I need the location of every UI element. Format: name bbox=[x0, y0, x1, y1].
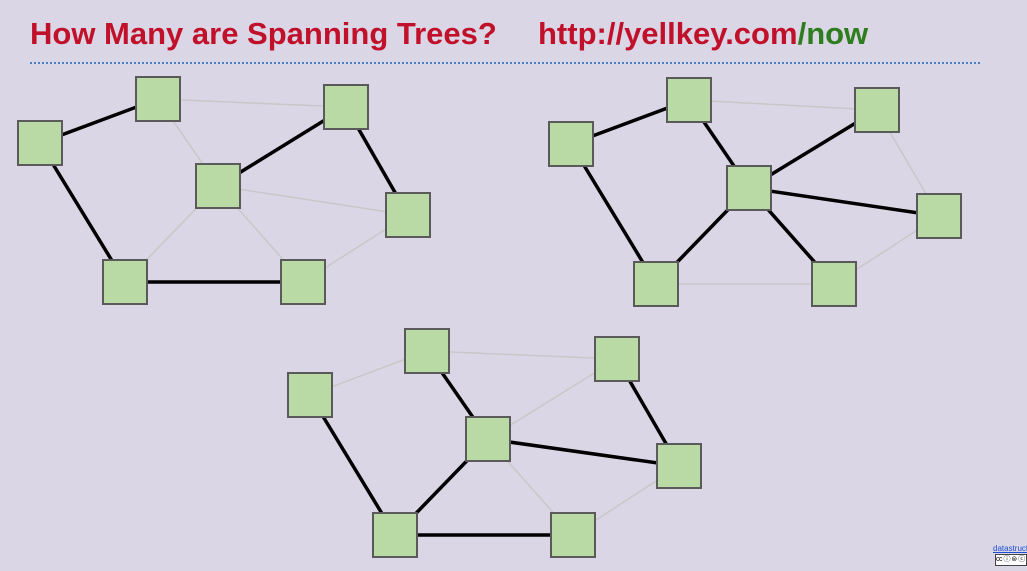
graph-edge bbox=[217, 185, 409, 216]
graph-edge bbox=[157, 98, 347, 108]
graph-edge bbox=[426, 350, 618, 360]
graph-node bbox=[102, 259, 148, 305]
graph-node bbox=[594, 336, 640, 382]
url-code: now bbox=[806, 16, 869, 51]
graph-node bbox=[404, 328, 450, 374]
cc-license-icon: cc ⓘ ⊜ ⓒ bbox=[995, 554, 1027, 566]
graph-node bbox=[17, 120, 63, 166]
graph-node bbox=[550, 512, 596, 558]
tree-edge bbox=[569, 143, 658, 285]
graph-node bbox=[548, 121, 594, 167]
graph-node bbox=[195, 163, 241, 209]
graph-node bbox=[280, 259, 326, 305]
graph-node bbox=[854, 87, 900, 133]
graph-node bbox=[287, 372, 333, 418]
graph-node bbox=[323, 84, 369, 130]
title-divider bbox=[30, 62, 980, 64]
tree-edge bbox=[38, 142, 127, 283]
tree-edge bbox=[487, 437, 680, 468]
graph-node bbox=[656, 443, 702, 489]
graph-node bbox=[916, 193, 962, 239]
tree-edge bbox=[748, 186, 940, 218]
graph-node bbox=[726, 165, 772, 211]
graph-edge bbox=[688, 99, 878, 111]
graph-1 bbox=[17, 76, 431, 305]
graph-3 bbox=[287, 328, 702, 558]
graph-node bbox=[633, 261, 679, 307]
graph-node bbox=[666, 77, 712, 123]
source-link[interactable]: datastructure.e bbox=[993, 544, 1027, 553]
url-separator: / bbox=[797, 16, 807, 51]
graph-node bbox=[372, 512, 418, 558]
tree-edge bbox=[308, 394, 397, 536]
yellkey-url[interactable]: http://yellkey.com/now bbox=[538, 16, 868, 52]
graph-node bbox=[465, 416, 511, 462]
url-prefix: http://yellkey.com bbox=[538, 16, 798, 51]
graph-node bbox=[135, 76, 181, 122]
slide-title: How Many are Spanning Trees? bbox=[30, 16, 497, 51]
graph-node bbox=[811, 261, 857, 307]
graph-node bbox=[385, 192, 431, 238]
graph-2 bbox=[548, 77, 962, 307]
license-footer: datastructure.e cc ⓘ ⊜ ⓒ bbox=[993, 544, 1027, 571]
